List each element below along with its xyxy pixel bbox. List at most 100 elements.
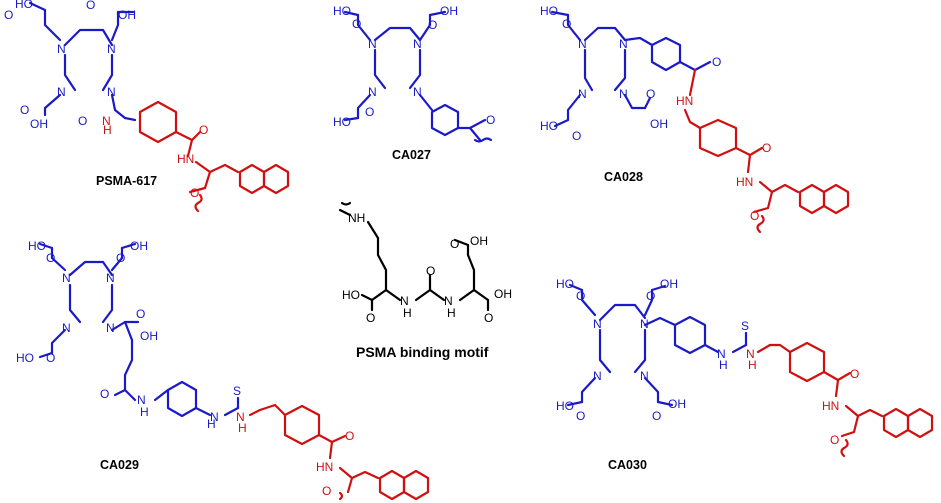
- atom-label: HO: [556, 399, 574, 413]
- atom-label: HN: [177, 152, 194, 166]
- atom-label: O: [450, 237, 459, 251]
- atom-label: HO: [333, 4, 351, 18]
- atom-label: O: [572, 129, 581, 143]
- atom-label: HO: [342, 288, 360, 302]
- atom-label: HN: [676, 94, 693, 108]
- atom-label: N: [413, 85, 422, 99]
- atom-label: HO: [28, 239, 46, 253]
- atom-label: N: [619, 87, 628, 101]
- atom-label: O: [576, 289, 585, 303]
- atom-label: O: [830, 433, 839, 447]
- atom-label: N: [413, 37, 422, 51]
- atom-label: O: [762, 141, 771, 155]
- label-psma-binding-motif: PSMA binding motif: [356, 344, 489, 360]
- label-ca030: CA030: [608, 458, 647, 472]
- atom-label: O: [20, 103, 29, 117]
- atom-label: N: [368, 85, 377, 99]
- atom-label: HO: [15, 0, 33, 11]
- structure-psma617: O HO OH O N N N N O OH O N H O HN O PSMA…: [4, 0, 290, 213]
- atom-label: S: [233, 384, 241, 398]
- atom-label: HO: [540, 4, 558, 18]
- structure-ca030: HO O OH O N N N N HO O O OH S N H N H O …: [556, 277, 934, 472]
- atom-label: N: [400, 294, 409, 308]
- atom-label: N: [593, 317, 602, 331]
- atom-label: HO: [556, 277, 574, 291]
- atom-label: O: [484, 311, 493, 325]
- label-ca029: CA029: [100, 458, 139, 472]
- atom-label: O: [46, 251, 55, 265]
- atom-label: HN: [736, 175, 753, 189]
- atom-label: NH: [348, 211, 365, 225]
- structure-ca029: HO O OH O N N N N O OH HO O O N H H N S …: [16, 239, 430, 501]
- atom-label: OH: [140, 329, 158, 343]
- atom-label: O: [646, 87, 655, 101]
- atom-label: N: [578, 37, 587, 51]
- atom-label: N: [593, 369, 602, 383]
- atom-label: OH: [660, 277, 678, 291]
- atom-label: HN: [822, 399, 839, 413]
- atom-label: O: [46, 351, 55, 365]
- atom-label: N: [102, 114, 111, 128]
- atom-label: HO: [16, 351, 34, 365]
- atom-label: N: [107, 42, 116, 56]
- atom-label: H: [719, 358, 728, 372]
- atom-label: O: [86, 0, 95, 12]
- atom-label: HO: [540, 119, 558, 133]
- label-ca027: CA027: [392, 148, 431, 162]
- atom-label: H: [447, 306, 456, 320]
- atom-label: HO: [333, 115, 351, 129]
- structure-psma-binding-motif: NH OH O O HO N H N H OH O O PSMA binding…: [338, 201, 512, 360]
- atom-label: N: [578, 87, 587, 101]
- atom-label: N: [62, 271, 71, 285]
- structure-ca027: HO O OH O N N N N HO O O CA027: [333, 4, 495, 162]
- atom-label: OH: [494, 287, 512, 301]
- atom-label: O: [486, 113, 495, 127]
- atom-label: N: [62, 321, 71, 335]
- atom-label: O: [750, 209, 759, 223]
- atom-label: O: [426, 264, 435, 278]
- atom-label: N: [746, 347, 755, 361]
- atom-label: N: [107, 85, 116, 99]
- atom-label: O: [345, 429, 354, 443]
- atom-label: OH: [470, 234, 488, 248]
- atom-label: OH: [118, 8, 136, 22]
- label-psma617: PSMA-617: [96, 174, 157, 188]
- atom-label: N: [717, 347, 726, 361]
- atom-label: O: [100, 387, 109, 401]
- atom-label: N: [57, 42, 66, 56]
- atom-label: N: [57, 85, 66, 99]
- atom-label: OH: [130, 239, 148, 253]
- atom-label: N: [137, 393, 146, 407]
- atom-label: O: [190, 186, 199, 200]
- label-ca028: CA028: [604, 170, 643, 184]
- atom-label: H: [140, 405, 149, 419]
- atom-label: H: [403, 306, 412, 320]
- atom-label: HN: [316, 460, 333, 474]
- atom-label: H: [207, 417, 216, 431]
- atom-label: N: [444, 294, 453, 308]
- atom-label: OH: [30, 117, 48, 131]
- atom-label: O: [199, 123, 208, 137]
- atom-label: N: [106, 321, 115, 335]
- atom-label: N: [640, 317, 649, 331]
- atom-label: O: [116, 251, 125, 265]
- atom-label: O: [646, 289, 655, 303]
- atom-label: N: [368, 37, 377, 51]
- atom-label: H: [103, 123, 112, 137]
- atom-label: O: [322, 484, 331, 498]
- atom-label: O: [352, 17, 361, 31]
- atom-label: O: [78, 114, 87, 128]
- atom-label: H: [748, 358, 757, 372]
- atom-label: O: [562, 17, 571, 31]
- atom-label: O: [712, 55, 721, 69]
- atom-label: OH: [440, 4, 458, 18]
- atom-label: H: [238, 421, 247, 435]
- atom-label: O: [576, 409, 585, 423]
- atom-label: O: [652, 409, 661, 423]
- atom-label: N: [640, 369, 649, 383]
- atom-label: O: [428, 18, 437, 32]
- atom-label: O: [850, 367, 859, 381]
- atom-label: O: [136, 307, 145, 321]
- structure-ca028: HO O N N N N O HN O OH HO O O HN O CA028: [540, 4, 850, 234]
